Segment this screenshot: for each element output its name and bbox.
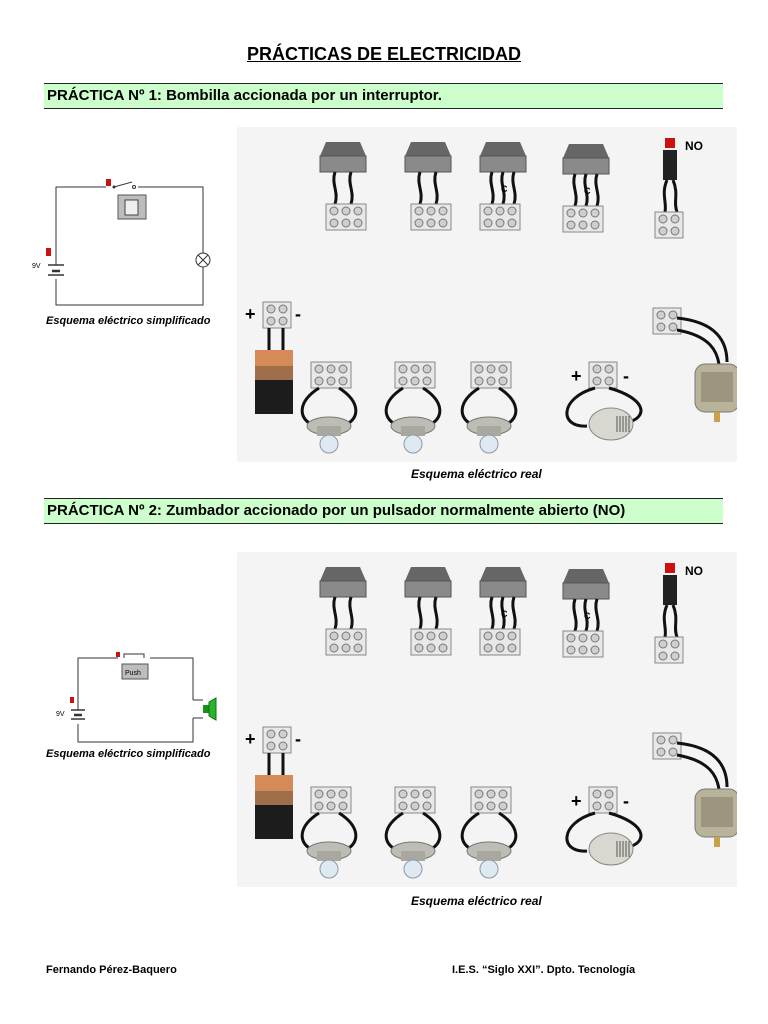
commuter-switch-1: C xyxy=(479,567,527,656)
practice1-heading: PRÁCTICA Nº 1: Bombilla accionada por un… xyxy=(44,83,723,109)
plus-label: + xyxy=(245,729,256,749)
push-button-no: NO xyxy=(654,563,703,664)
common-terminal-label: C xyxy=(501,184,508,194)
terminal-block xyxy=(652,307,682,335)
terminal-block xyxy=(394,786,436,814)
practice2-heading: PRÁCTICA Nº 2: Zumbador accionado por un… xyxy=(44,498,723,524)
lamp-holder-1 xyxy=(300,786,358,879)
rocker-switch-2 xyxy=(404,142,452,231)
minus-label: - xyxy=(295,304,301,324)
buzzer: +- xyxy=(565,786,643,866)
battery-voltage-label: 9V xyxy=(32,263,41,270)
terminal-block xyxy=(310,786,352,814)
battery-9v: +- xyxy=(245,301,301,414)
commuter-switch-1: C xyxy=(479,142,527,231)
terminal-block xyxy=(262,726,292,754)
terminal-block xyxy=(325,628,367,656)
terminal-block xyxy=(562,630,604,658)
terminal-block xyxy=(410,203,452,231)
rocker-switch-1 xyxy=(319,142,367,231)
minus-label: - xyxy=(295,729,301,749)
common-terminal-label: C xyxy=(584,186,591,196)
lamp-holder-2 xyxy=(384,786,442,879)
common-terminal-label: C xyxy=(584,611,591,621)
common-terminal-label: C xyxy=(501,609,508,619)
normally-open-label: NO xyxy=(685,564,703,578)
dc-motor xyxy=(652,732,737,847)
buzzer: +- xyxy=(565,361,643,441)
terminal-block xyxy=(479,203,521,231)
practice2-real-caption: Esquema eléctrico real xyxy=(411,894,542,908)
push-button-no: NO xyxy=(654,138,703,239)
terminal-block xyxy=(325,203,367,231)
footer-author: Fernando Pérez-Baquero xyxy=(46,964,177,976)
terminal-block xyxy=(588,361,618,389)
lamp-holder-3 xyxy=(460,786,518,879)
plus-label: + xyxy=(571,366,582,386)
dc-motor xyxy=(652,307,737,422)
plus-label: + xyxy=(571,791,582,811)
practice2-schematic: Push 9V xyxy=(28,650,228,750)
push-label: Push xyxy=(125,670,141,677)
terminal-block xyxy=(394,361,436,389)
terminal-block xyxy=(654,636,684,664)
practice1-schematic-caption: Esquema eléctrico simplificado xyxy=(46,315,211,327)
terminal-block xyxy=(652,732,682,760)
commuter-switch-2: C xyxy=(562,144,610,233)
normally-open-label: NO xyxy=(685,139,703,153)
terminal-block xyxy=(470,361,512,389)
terminal-block xyxy=(654,211,684,239)
rocker-switch-2 xyxy=(404,567,452,656)
terminal-block xyxy=(410,628,452,656)
terminal-block xyxy=(562,205,604,233)
page-title: PRÁCTICAS DE ELECTRICIDAD xyxy=(246,44,521,64)
practice2-schematic-caption: Esquema eléctrico simplificado xyxy=(46,748,211,760)
terminal-block xyxy=(470,786,512,814)
rocker-switch-1 xyxy=(319,567,367,656)
terminal-block xyxy=(479,628,521,656)
lamp-holder-2 xyxy=(384,361,442,454)
plus-label: + xyxy=(245,304,256,324)
practice1-schematic: 9V xyxy=(28,175,228,315)
terminal-block xyxy=(310,361,352,389)
lamp-holder-1 xyxy=(300,361,358,454)
minus-label: - xyxy=(623,366,629,386)
practice1-real-caption: Esquema eléctrico real xyxy=(411,467,542,481)
battery-9v: +- xyxy=(245,726,301,839)
commuter-switch-2: C xyxy=(562,569,610,658)
battery-voltage-label-2: 9V xyxy=(56,711,65,718)
lamp-holder-3 xyxy=(460,361,518,454)
footer-school: I.E.S. “Siglo XXI”. Dpto. Tecnología xyxy=(452,964,636,976)
terminal-block xyxy=(262,301,292,329)
terminal-block xyxy=(588,786,618,814)
minus-label: - xyxy=(623,791,629,811)
